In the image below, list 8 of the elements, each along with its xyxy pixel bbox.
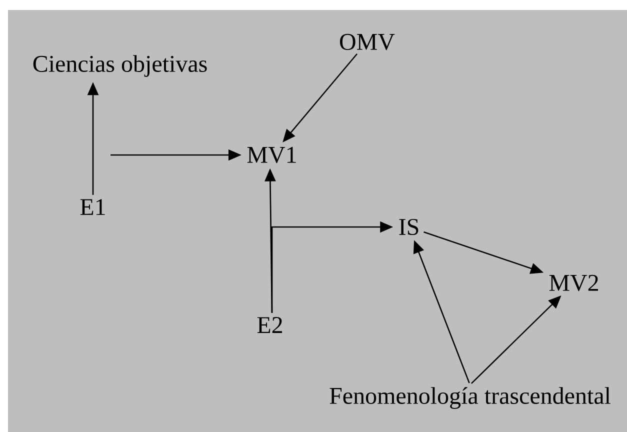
node-label: MV2 bbox=[549, 274, 598, 292]
node-label: Fenomenología trascendental bbox=[330, 387, 610, 409]
node-label: MV1 bbox=[247, 146, 296, 164]
node-label: Ciencias objetivas bbox=[33, 55, 207, 77]
node-label: OMV bbox=[340, 34, 395, 50]
node-label: IS bbox=[399, 218, 418, 236]
node-label: E1 bbox=[80, 199, 105, 215]
node-label: E2 bbox=[257, 317, 282, 333]
